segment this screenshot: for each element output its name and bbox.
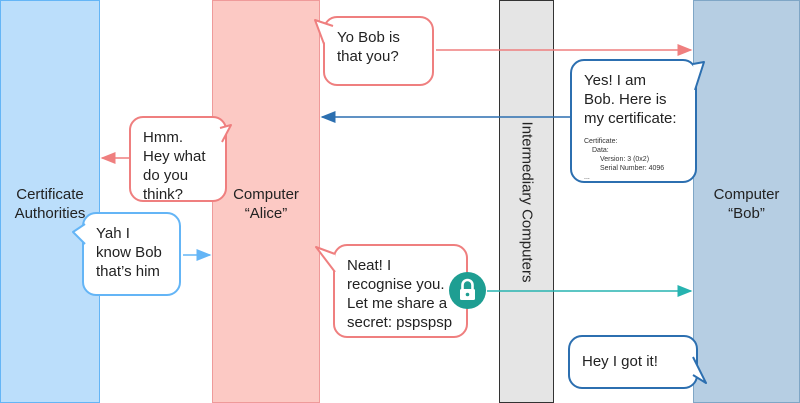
bubble-text-line: secret: pspspsp	[347, 314, 453, 331]
alice-label: Computer “Alice”	[213, 185, 319, 223]
bubble-text-line: Let me share a	[347, 295, 448, 312]
bubble-text-line: that’s him	[96, 263, 160, 280]
bubble-text-line: Hmm.	[143, 129, 183, 146]
bubble-text-line: know Bob	[96, 244, 162, 261]
speech-bubble-bob-ack: Hey I got it!	[568, 335, 698, 389]
certificate-line: Version: 3 (0x2)	[600, 156, 650, 163]
bubble-text-line: Bob. Here is	[584, 91, 667, 108]
speech-bubble-ca-reply: Yah I know Bob that’s him	[82, 212, 181, 296]
bubble-tail-alice-greeting	[314, 19, 334, 45]
bubble-text-line: that you?	[337, 48, 399, 65]
alice-column: Computer “Alice”	[212, 0, 320, 403]
bubble-text-line: Hey what	[143, 148, 206, 165]
alice-label-line1: Computer	[233, 186, 299, 203]
certificate-line: Data:	[592, 147, 609, 154]
lock-icon	[449, 272, 486, 309]
bubble-text-line: Neat! I	[347, 257, 392, 274]
certificate-line: ...	[584, 174, 590, 181]
bob-label: Computer “Bob”	[694, 185, 799, 223]
ca-label-text: Certificate Authorities	[14, 186, 86, 222]
bob-column: Computer “Bob”	[693, 0, 800, 403]
bubble-tail-ca-reply	[72, 223, 86, 245]
bubble-tail-alice-secret	[315, 246, 336, 273]
bubble-text-line: Yo Bob is	[337, 29, 400, 46]
certificate-line: Serial Number: 4096	[600, 165, 665, 172]
bob-label-line1: Computer	[713, 186, 780, 203]
certificate-authorities-label: Certificate Authorities	[1, 185, 99, 223]
bubble-text-line: Hey I got it!	[582, 353, 658, 370]
alice-label-line2: “Alice”	[244, 205, 288, 222]
bubble-tail-alice-question	[219, 124, 232, 143]
speech-bubble-alice-question: Hmm. Hey what do you think?	[129, 116, 227, 203]
intermediary-column: Intermediary Computers	[499, 0, 554, 403]
speech-bubble-bob-certificate: Yes! I am Bob. Here is my certificate: C…	[570, 59, 697, 183]
bubble-text-line: think?	[143, 186, 184, 203]
bubble-text-line: my certificate:	[584, 110, 677, 127]
speech-bubble-alice-greeting: Yo Bob is that you?	[323, 16, 434, 86]
bubble-text-line: Yah I	[96, 225, 130, 242]
speech-bubble-alice-secret: Neat! I recognise you. Let me share a se…	[333, 244, 468, 338]
bubble-tail-bob-certificate	[692, 61, 705, 91]
bubble-text-line: do you	[143, 167, 189, 184]
bubble-text-line: Yes! I am	[584, 72, 646, 89]
bubble-text-line: recognise you.	[347, 276, 445, 293]
bubble-tail-bob-ack	[692, 356, 707, 384]
certificate-line: Certificate:	[584, 138, 618, 145]
bob-label-line2: “Bob”	[728, 205, 765, 222]
certificate-snippet: Certificate: Data: Version: 3 (0x2) Seri…	[584, 137, 683, 182]
certificate-authorities-column: Certificate Authorities	[0, 0, 100, 403]
